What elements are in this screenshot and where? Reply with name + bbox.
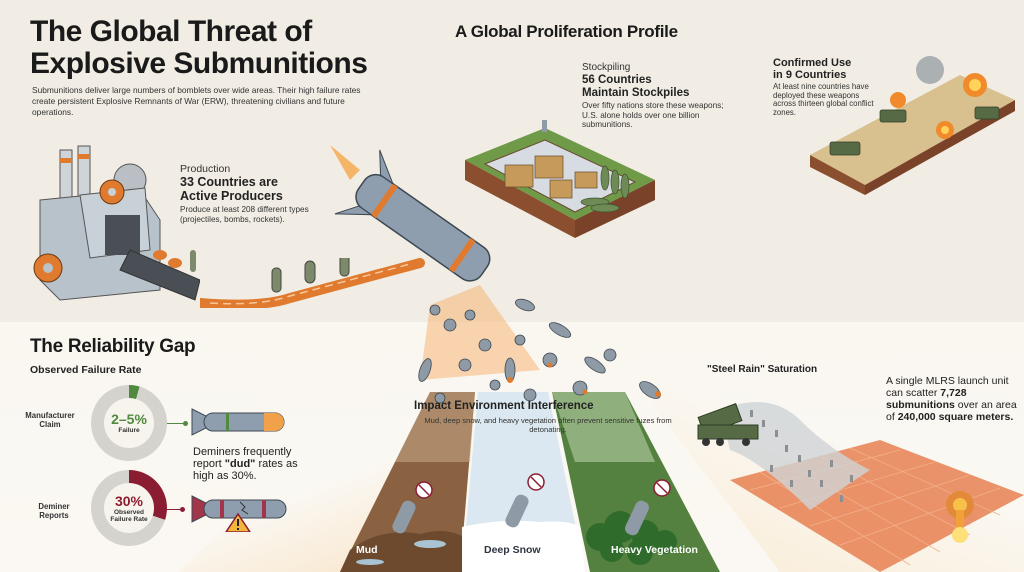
- deminer-reports-label: Deminer Reports: [24, 502, 84, 520]
- deminer-failure-label-2: Failure Rate: [110, 515, 148, 523]
- production-stat: Production 33 Countries are Active Produ…: [180, 163, 340, 224]
- warning-icon: [225, 512, 251, 532]
- dud-note-bold: "dud": [224, 458, 256, 470]
- confirmed-headline-2: in 9 Countries: [773, 69, 847, 81]
- connector-dot: [183, 421, 188, 426]
- confirmed-use-stat: Confirmed Use in 9 Countries At least ni…: [773, 57, 883, 117]
- deep-snow-label: Deep Snow: [484, 544, 541, 556]
- title-line-2: Explosive Submunitions: [30, 47, 368, 80]
- production-flow-arrow: [200, 258, 425, 308]
- title-line-1: The Global Threat of: [30, 15, 312, 48]
- production-kicker: Production: [180, 163, 231, 175]
- steel-rain-text-3: over an area of: [886, 399, 1017, 423]
- bunker-icon: [465, 120, 655, 238]
- stockpiling-body: Over fifty nations store these weapons; …: [582, 101, 724, 129]
- manufacturer-failure-donut: 2–5% Failure: [91, 385, 167, 461]
- confirmed-headline-1: Confirmed Use: [773, 57, 852, 69]
- environment-panels: [340, 392, 720, 572]
- submunition-count: 7,728: [940, 387, 967, 399]
- production-headline-1: 33 Countries are: [180, 175, 278, 189]
- production-headline-2: Active Producers: [180, 189, 283, 203]
- manufacturer-label-1: Manufacturer: [25, 411, 75, 420]
- buried-bomb-vegetation: [625, 479, 671, 536]
- confirmed-body: At least nine countries have deployed th…: [773, 82, 874, 117]
- dud-rate-note: Deminers frequently report "dud" rates a…: [193, 446, 313, 482]
- intact-bomb-icon: [191, 408, 285, 436]
- deminer-failure-label-1: Observed: [114, 508, 144, 516]
- page-title: The Global Threat of Explosive Submuniti…: [30, 16, 430, 80]
- deminer-failure-value: 30%: [114, 492, 144, 509]
- deminer-label-2: Reports: [39, 511, 69, 520]
- proliferation-title: A Global Proliferation Profile: [455, 22, 678, 41]
- production-body: Produce at least 208 different types (pr…: [180, 205, 309, 224]
- launcher-truck-icon: [697, 403, 759, 446]
- deminer-label-1: Deminer: [38, 502, 70, 511]
- steel-rain-text-1: A single MLRS launch unit can scatter: [886, 375, 1009, 399]
- mud-label: Mud: [356, 544, 378, 556]
- steel-rain-body: A single MLRS launch unit can scatter 7,…: [886, 375, 1021, 423]
- stockpiling-kicker: Stockpiling: [582, 62, 631, 73]
- buried-bomb-snow: [505, 473, 545, 528]
- environment-subtitle: Mud, deep snow, and heavy vegetation oft…: [424, 416, 672, 434]
- steel-rain-text-2: submunitions: [886, 399, 955, 411]
- cluster-munition-icon: [330, 145, 661, 404]
- reliability-subtitle: Observed Failure Rate: [30, 364, 142, 376]
- dud-note-part-1: Deminers frequently report: [193, 446, 292, 470]
- deminer-failure-donut: 30% Observed Failure Rate: [91, 470, 167, 546]
- steel-rain-text-4: square meters.: [935, 411, 1014, 423]
- manufacturer-label-2: Claim: [39, 420, 61, 429]
- steel-rain-title: "Steel Rain" Saturation: [707, 364, 818, 375]
- stockpiling-headline-2: Maintain Stockpiles: [582, 86, 690, 99]
- vegetation-panel-light: [552, 392, 655, 462]
- manufacturer-failure-value: 2–5%: [111, 411, 147, 427]
- area-value: 240,000: [897, 411, 936, 423]
- intro-text: Submunitions deliver large numbers of bo…: [32, 85, 361, 117]
- mlrs-saturation-icon: [697, 402, 1024, 572]
- stockpiling-stat: Stockpiling 56 Countries Maintain Stockp…: [582, 62, 732, 130]
- mud-panel-light: [395, 392, 475, 462]
- factory-icon: [33, 145, 200, 301]
- manufacturer-failure-label: Failure: [118, 427, 140, 434]
- buried-bomb-mud: [392, 481, 433, 534]
- stockpiling-headline-1: 56 Countries: [582, 74, 652, 86]
- reliability-title: The Reliability Gap: [30, 336, 196, 357]
- manufacturer-claim-label: Manufacturer Claim: [20, 411, 80, 429]
- battlefield-icon: [810, 56, 1015, 195]
- environment-title: Impact Environment Interference: [414, 400, 594, 412]
- heavy-vegetation-label: Heavy Vegetation: [611, 544, 698, 556]
- connector-dot: [180, 507, 185, 512]
- dud-bomb-icon: [191, 495, 287, 532]
- dud-note-part-2: rates as high as 30%.: [193, 458, 298, 482]
- connector-line: [167, 509, 184, 510]
- connector-line: [167, 423, 187, 424]
